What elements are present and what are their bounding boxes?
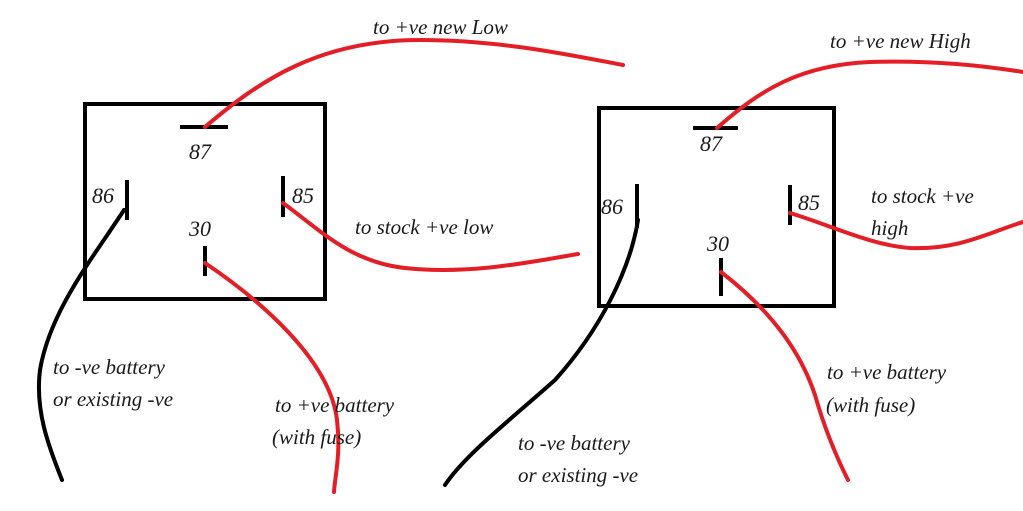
relay-high-battery-pos-label-line1: to +ve battery — [827, 360, 947, 384]
relay-low-wire-86-ground — [36, 208, 126, 482]
relay-high-pin-86-label: 86 — [601, 194, 623, 219]
relay-low-pin-85-label: 85 — [292, 183, 314, 208]
relay-high-battery-neg-label-line1: to -ve battery — [518, 431, 630, 455]
relay-low-wire-85-stock-low — [281, 201, 580, 272]
relay-low-pin-30-label: 30 — [189, 216, 211, 241]
relay-low-battery-pos-label-line1: to +ve battery — [275, 393, 395, 417]
relay-high-wire-85-stock-high — [788, 211, 1023, 251]
relay-high-wire-86-ground — [443, 218, 640, 487]
relay-low-new-low-label: to +ve new Low — [373, 15, 508, 39]
relay-low-stock-low-label: to stock +ve low — [355, 215, 494, 239]
relay-low-battery-neg-label-line2: or existing -ve — [53, 387, 174, 411]
relay-high-battery-neg-label-line2: or existing -ve — [518, 463, 639, 487]
relay-low-pin-86-label: 86 — [92, 183, 114, 208]
relay-high-pin-30-label: 30 — [707, 231, 729, 256]
relay-high-stock-high-label-line2: high — [871, 216, 909, 240]
relay-high-stock-high-label-line1: to stock +ve — [871, 184, 974, 208]
relay-high-wire-30-battery — [719, 270, 850, 482]
relay-high-pin-85-label: 85 — [798, 190, 820, 215]
relay-low-wire-87-new-low — [203, 37, 625, 129]
relay-high-wire-87-new-high — [715, 59, 1023, 130]
relay-low-box — [83, 102, 327, 301]
relay-high-new-high-label: to +ve new High — [830, 29, 971, 53]
relay-high-pin-87-label: 87 — [700, 131, 722, 156]
relay-high-box — [597, 106, 836, 308]
relay-low-battery-neg-label-line1: to -ve battery — [53, 355, 165, 379]
relay-low-wire-30-battery — [203, 261, 341, 494]
relay-high-battery-pos-label-line2: (with fuse) — [826, 393, 916, 417]
relay-low-pin-87-label: 87 — [189, 139, 211, 164]
relay-low-battery-pos-label-line2: (with fuse) — [272, 425, 362, 449]
